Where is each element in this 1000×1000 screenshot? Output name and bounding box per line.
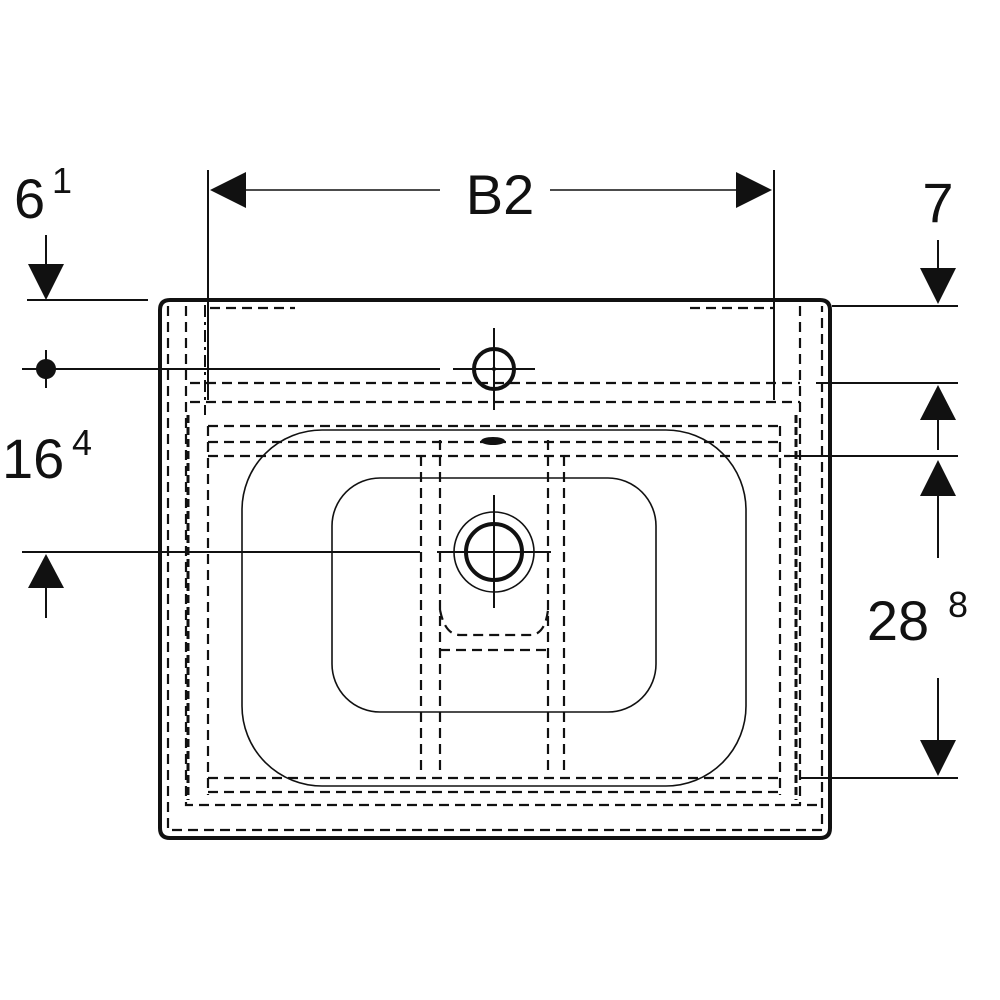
basin-bowl xyxy=(241,429,747,787)
arrow-down-icon xyxy=(920,740,956,776)
dim-28-main: 28 xyxy=(867,589,929,652)
dimension-right-depth: 28 8 xyxy=(788,455,968,779)
reference-line-tap xyxy=(22,350,440,388)
arrow-up-icon xyxy=(28,554,64,588)
basin-bowl-outer xyxy=(241,429,747,787)
dimension-b2: B2 xyxy=(207,163,775,400)
b2-label: B2 xyxy=(466,163,535,226)
arrow-right-icon xyxy=(736,172,772,208)
tap-hole xyxy=(453,328,535,410)
basin-bowl-inner xyxy=(331,477,657,713)
arrow-down-icon xyxy=(28,264,64,300)
dim-16-main: 16 xyxy=(2,427,64,490)
arrow-down-icon xyxy=(920,268,956,304)
dimension-left-top: 6 1 xyxy=(14,160,148,301)
dim-28-sup: 8 xyxy=(948,584,968,625)
basin-outline xyxy=(158,298,832,840)
arrow-left-icon xyxy=(210,172,246,208)
drain-outlet xyxy=(437,495,551,608)
dim-6-main: 6 xyxy=(14,167,45,230)
dim-16-sup: 4 xyxy=(72,422,92,463)
dimension-right-top: 7 xyxy=(816,171,958,450)
overflow-slot xyxy=(481,437,505,445)
dimension-left-drain: 16 4 xyxy=(2,422,420,618)
arrow-up-icon xyxy=(920,385,956,420)
dim-7-main: 7 xyxy=(922,171,953,234)
arrow-up-icon xyxy=(920,460,956,496)
dim-6-sup: 1 xyxy=(52,160,72,201)
